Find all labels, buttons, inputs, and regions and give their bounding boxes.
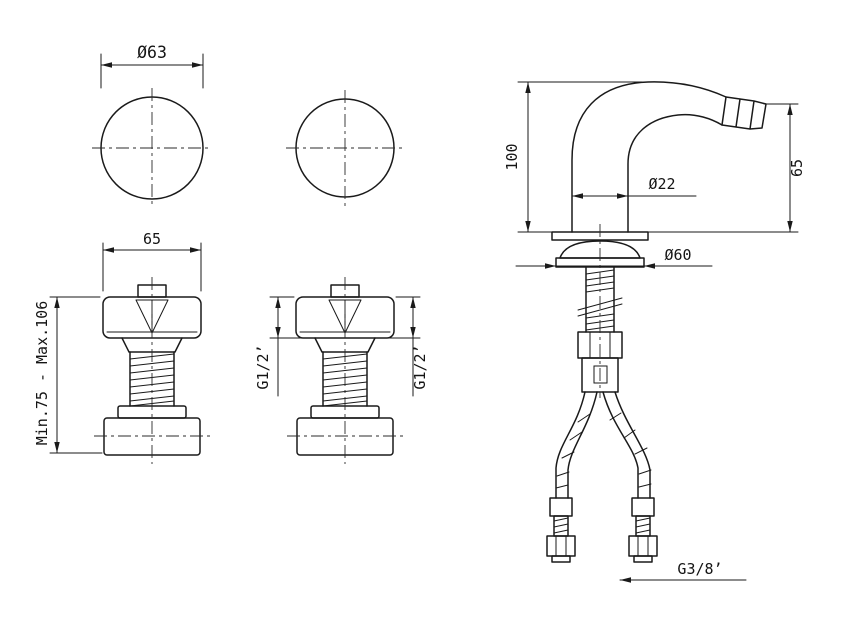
arrowhead [103,247,114,253]
centerlines [94,277,210,464]
dim-handle-diameter: Ø63 [100,43,204,89]
hose-left-thread-hatch [553,517,569,534]
centerlines [286,90,404,206]
dim-hose-thread: G3/8’ [619,560,747,583]
extension-lines [647,103,799,233]
dim-spout-height: 100 [503,81,643,233]
hose-right-thread-hatch [635,517,651,534]
arrowhead [525,221,531,232]
dim-thread-left: G1/2’ [254,296,314,397]
connector-detail [593,365,608,384]
arrowhead [787,104,793,115]
aerator [721,96,767,130]
arrowhead [525,82,531,93]
centerlines [92,88,212,208]
hose-left-braiding [555,413,591,489]
dim-label-hose-thread: G3/8’ [677,560,722,578]
dim-valve-height-range: Min.75 - Max.106 [33,296,103,454]
valve-body-detail [328,299,362,334]
dim-thread-right: G1/2’ [376,296,429,397]
threaded-shank [585,266,615,333]
extension-lines [100,53,204,89]
extension-lines [49,296,103,454]
hose-left-tip [551,555,571,563]
arrowhead [190,247,201,253]
extension-lines [269,296,314,339]
arrowhead [787,221,793,232]
arrowhead [410,297,416,308]
dim-escutcheon-diameter: Ø60 [515,246,713,269]
extension-lines [102,242,202,292]
dim-label-spout-tube-diameter: Ø22 [648,175,675,193]
dim-spout-tube-diameter: Ø22 [571,175,697,199]
hose-left-nut-facets [555,535,567,557]
nut-facets [589,331,611,359]
arrowhead [617,193,628,199]
arrowhead [192,62,203,68]
spout-side-view [546,81,767,563]
valve-front-right [287,277,403,464]
dim-valve-width: 65 [102,230,202,292]
dim-label-thread-right: G1/2’ [411,344,429,389]
dim-label-valve-height-range: Min.75 - Max.106 [33,301,51,446]
arrowhead [410,327,416,338]
hose-right-nut-facets [637,535,649,557]
arrowhead [275,327,281,338]
hose-right-tip [633,555,653,563]
arrowhead [572,193,583,199]
centerlines [287,277,403,464]
dim-label-spout-reach: 65 [788,159,806,177]
flex-hose-right [602,391,651,499]
arrowhead [101,62,112,68]
valve-front-left [94,277,210,464]
arrowhead [54,297,60,308]
spout-outer-wall [571,81,727,233]
arrowhead [275,297,281,308]
dim-spout-reach: 65 [647,103,806,233]
dim-label-handle-diameter: Ø63 [137,43,167,62]
arrowhead [620,577,631,583]
arrowhead [54,442,60,453]
flex-hose-left [555,391,598,499]
extension-lines [517,81,643,233]
handle-top-view-left [92,88,212,208]
arrowhead [545,263,556,269]
arrowhead [644,263,655,269]
dim-label-spout-height: 100 [503,143,521,170]
valve-body-detail [135,299,169,334]
dim-label-valve-width: 65 [143,230,161,248]
dim-label-thread-left: G1/2’ [254,344,272,389]
handle-top-view-right [286,90,404,206]
hose-right-braiding [609,412,652,488]
spout-inner-wall [627,113,723,233]
dim-label-escutcheon-diameter: Ø60 [664,246,691,264]
